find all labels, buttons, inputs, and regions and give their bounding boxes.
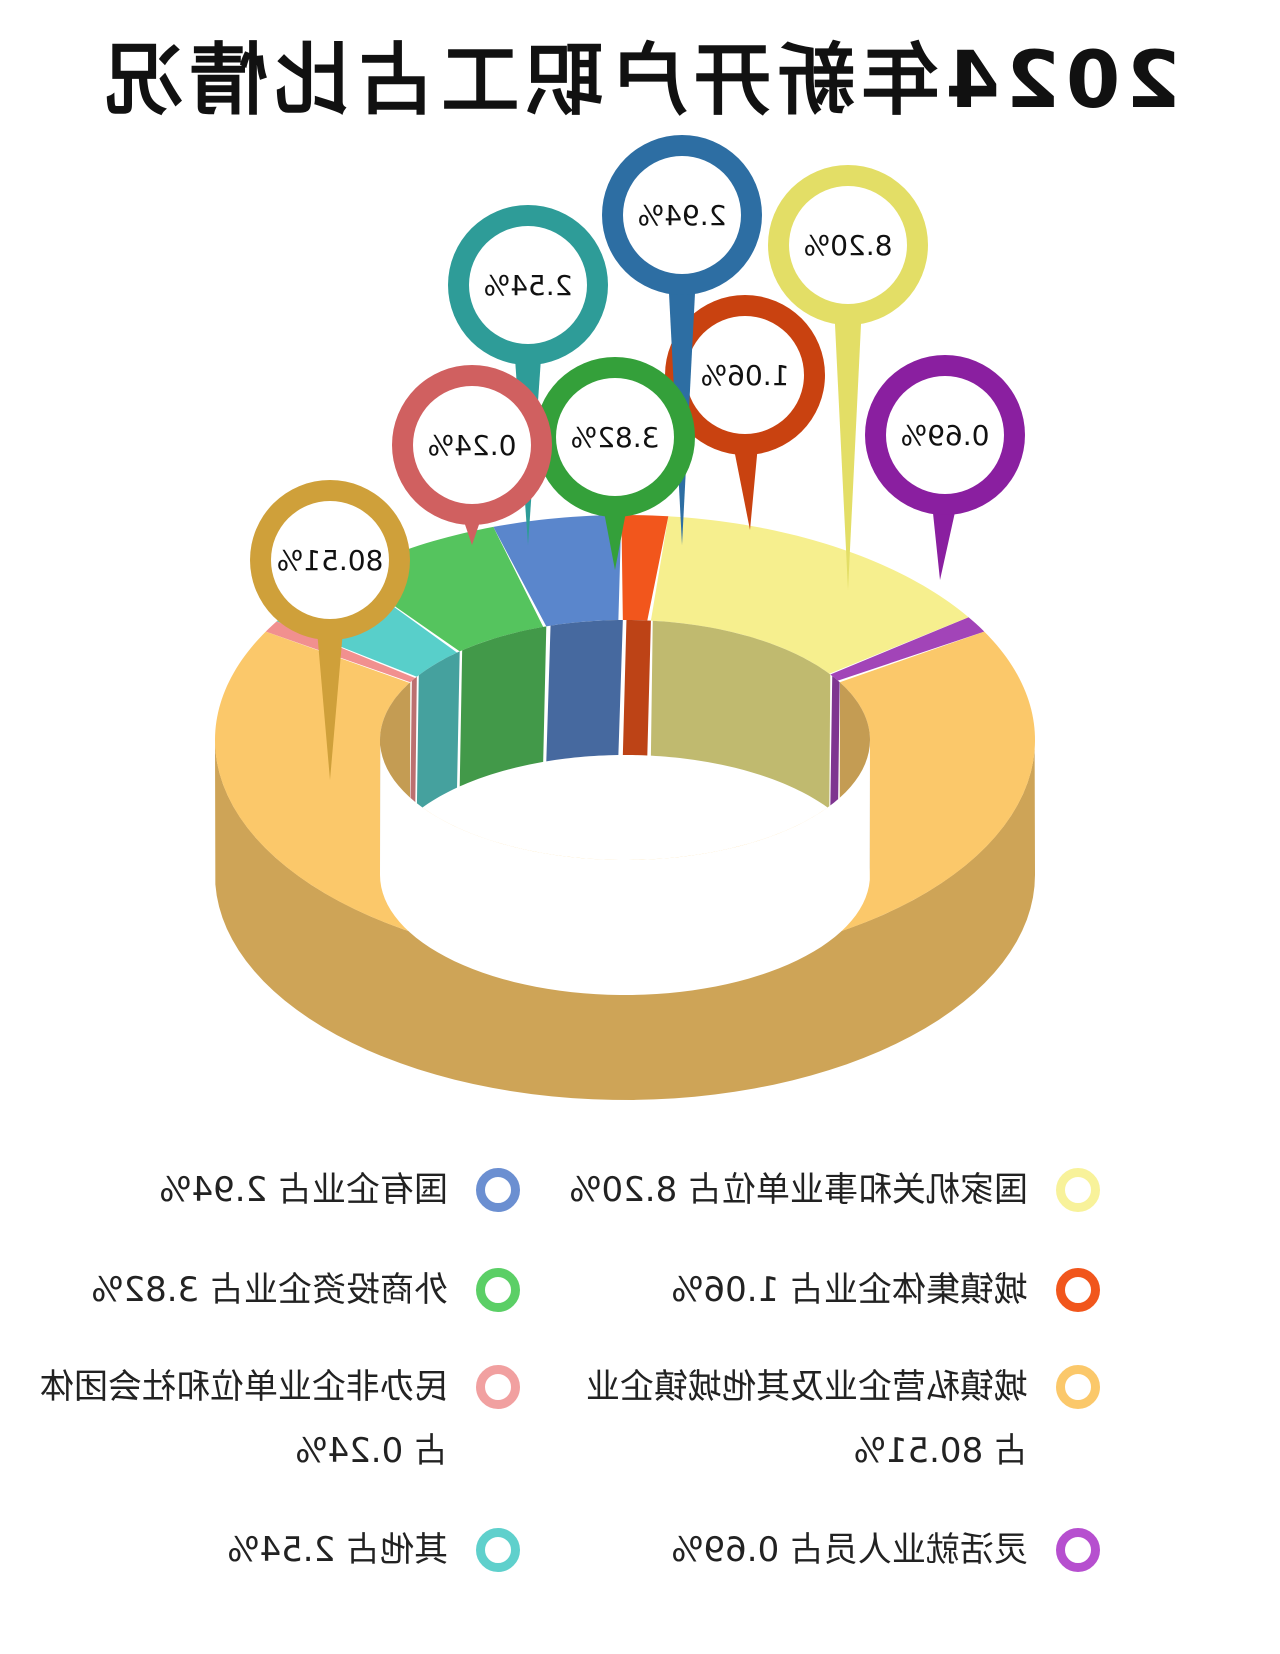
pins: 0.69% 8.20% 1.06% 2.94% 3.82% 2.54% 0.24% 80.51…: [250, 135, 1025, 780]
legend-label: 国有企业占 2.94%: [159, 1170, 448, 1210]
legend-ring-icon: [1056, 1365, 1100, 1409]
legend-label: 灵活就业人员占 0.69%: [671, 1530, 1028, 1570]
legend-ring-icon: [1056, 1268, 1100, 1312]
pin-inner: [556, 378, 674, 496]
legend-ring-icon: [476, 1365, 520, 1409]
pin-inner: [686, 316, 804, 434]
legend-ring-icon: [1056, 1168, 1100, 1212]
pin-3: 2.94%: [602, 135, 762, 545]
pin-value-label: 80.51%: [277, 544, 384, 577]
donut-slice-2: [621, 515, 669, 621]
pin-value-label: 0.69%: [901, 419, 990, 452]
legend-ring-icon: [1056, 1528, 1100, 1572]
donut-inner-wall-0: [830, 675, 840, 816]
legend-label: 外商投资企业占 3.82%: [91, 1270, 448, 1310]
pin-inner: [886, 376, 1004, 494]
pin-inner: [623, 156, 741, 274]
pin-value-label: 1.06%: [701, 359, 790, 392]
legend-item-nonprofit: 民办非企业单位和社会团体占 0.24%: [40, 1365, 520, 1483]
pin-value-label: 2.94%: [638, 199, 727, 232]
donut-inner-wall-5: [416, 651, 460, 812]
pin-value-label: 0.24%: [428, 429, 517, 462]
legend-item-foreign: 外商投资企业占 3.82%: [91, 1268, 520, 1322]
legend-ring-icon: [476, 1528, 520, 1572]
donut-outer-wall: [215, 740, 1035, 1100]
legend-item-flexible: 灵活就业人员占 0.69%: [671, 1528, 1100, 1582]
legend-ring-icon: [476, 1168, 520, 1212]
pin-7: 80.51%: [250, 480, 410, 780]
donut-slice-1: [650, 516, 969, 674]
pin-2: 1.06%: [665, 295, 825, 530]
legend-item-soe: 国有企业占 2.94%: [159, 1168, 520, 1222]
donut-hole-floor: [380, 740, 870, 995]
legend-label: 城镇私营企业及其他城镇企业占 80.51%: [586, 1367, 1028, 1471]
legend-ring-icon: [476, 1268, 520, 1312]
legend-item-other: 其他占 2.54%: [227, 1528, 520, 1582]
donut-slice-0: [830, 617, 985, 681]
donut-slice-3: [493, 515, 622, 627]
pin-0: 0.69%: [865, 355, 1025, 580]
donut-inner-wall-6: [410, 676, 417, 818]
donut-side: [215, 740, 1035, 1100]
donut-inner-wall-2: [622, 620, 651, 756]
legend-item-private: 城镇私营企业及其他城镇企业占 80.51%: [586, 1365, 1100, 1483]
legend-label: 国家机关和事业单位占 8.20%: [569, 1170, 1028, 1210]
legend-label: 民办非企业单位和社会团体占 0.24%: [40, 1367, 448, 1471]
donut-hole: [380, 620, 870, 995]
pin-4: 3.82%: [535, 357, 695, 570]
pin-stem: [731, 434, 759, 530]
pin-inner: [271, 501, 389, 619]
pin-inner: [789, 186, 907, 304]
pin-value-label: 2.54%: [484, 269, 573, 302]
donut-inner-wall-4: [459, 626, 547, 787]
pin-inner: [469, 226, 587, 344]
pin-value-label: 3.82%: [571, 421, 660, 454]
legend-item-collective: 城镇集体企业占 1.06%: [671, 1268, 1100, 1322]
legend-item-gov: 国家机关和事业单位占 8.20%: [569, 1168, 1100, 1222]
legend-label: 其他占 2.54%: [227, 1530, 448, 1570]
pin-value-label: 8.20%: [804, 229, 893, 262]
pin-stem: [834, 304, 862, 590]
donut-inner-wall-1: [650, 620, 831, 809]
pin-stem: [316, 619, 344, 780]
donut-chart: 0.69% 8.20% 1.06% 2.94% 3.82% 2.54% 0.24% 80.51…: [215, 135, 1035, 1100]
pin-6: 0.24%: [392, 365, 552, 545]
legend-label: 城镇集体企业占 1.06%: [671, 1270, 1028, 1310]
pin-inner: [413, 386, 531, 504]
pin-1: 8.20%: [768, 165, 928, 590]
pin-stem: [931, 494, 959, 580]
donut-inner-wall-3: [546, 620, 623, 762]
